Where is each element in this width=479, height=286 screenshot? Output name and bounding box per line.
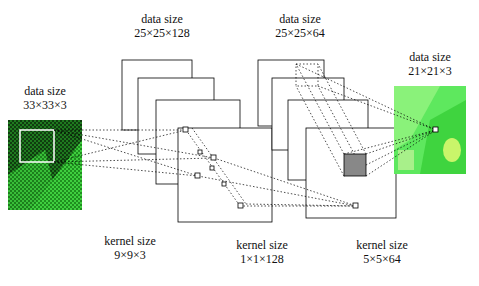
- feature-maps-2: [258, 60, 396, 218]
- data-size-label: data size 25×25×128: [129, 12, 195, 40]
- feature-dots: [183, 127, 438, 208]
- kernel-patch: [344, 154, 366, 176]
- kernel-size-label: kernel size 1×1×128: [229, 238, 295, 266]
- kernel-size-label: kernel size 9×9×3: [97, 234, 163, 262]
- input-image: [8, 120, 82, 210]
- data-size-label: data size 21×21×3: [397, 50, 463, 78]
- output-image: [394, 86, 466, 174]
- kernel-size-label: kernel size 5×5×64: [349, 238, 415, 266]
- receptive-field-lines: [54, 64, 436, 206]
- data-size-label: data size 25×25×64: [267, 12, 333, 40]
- data-size-label: data size 33×33×3: [12, 84, 78, 112]
- feature-maps-1: [122, 60, 272, 222]
